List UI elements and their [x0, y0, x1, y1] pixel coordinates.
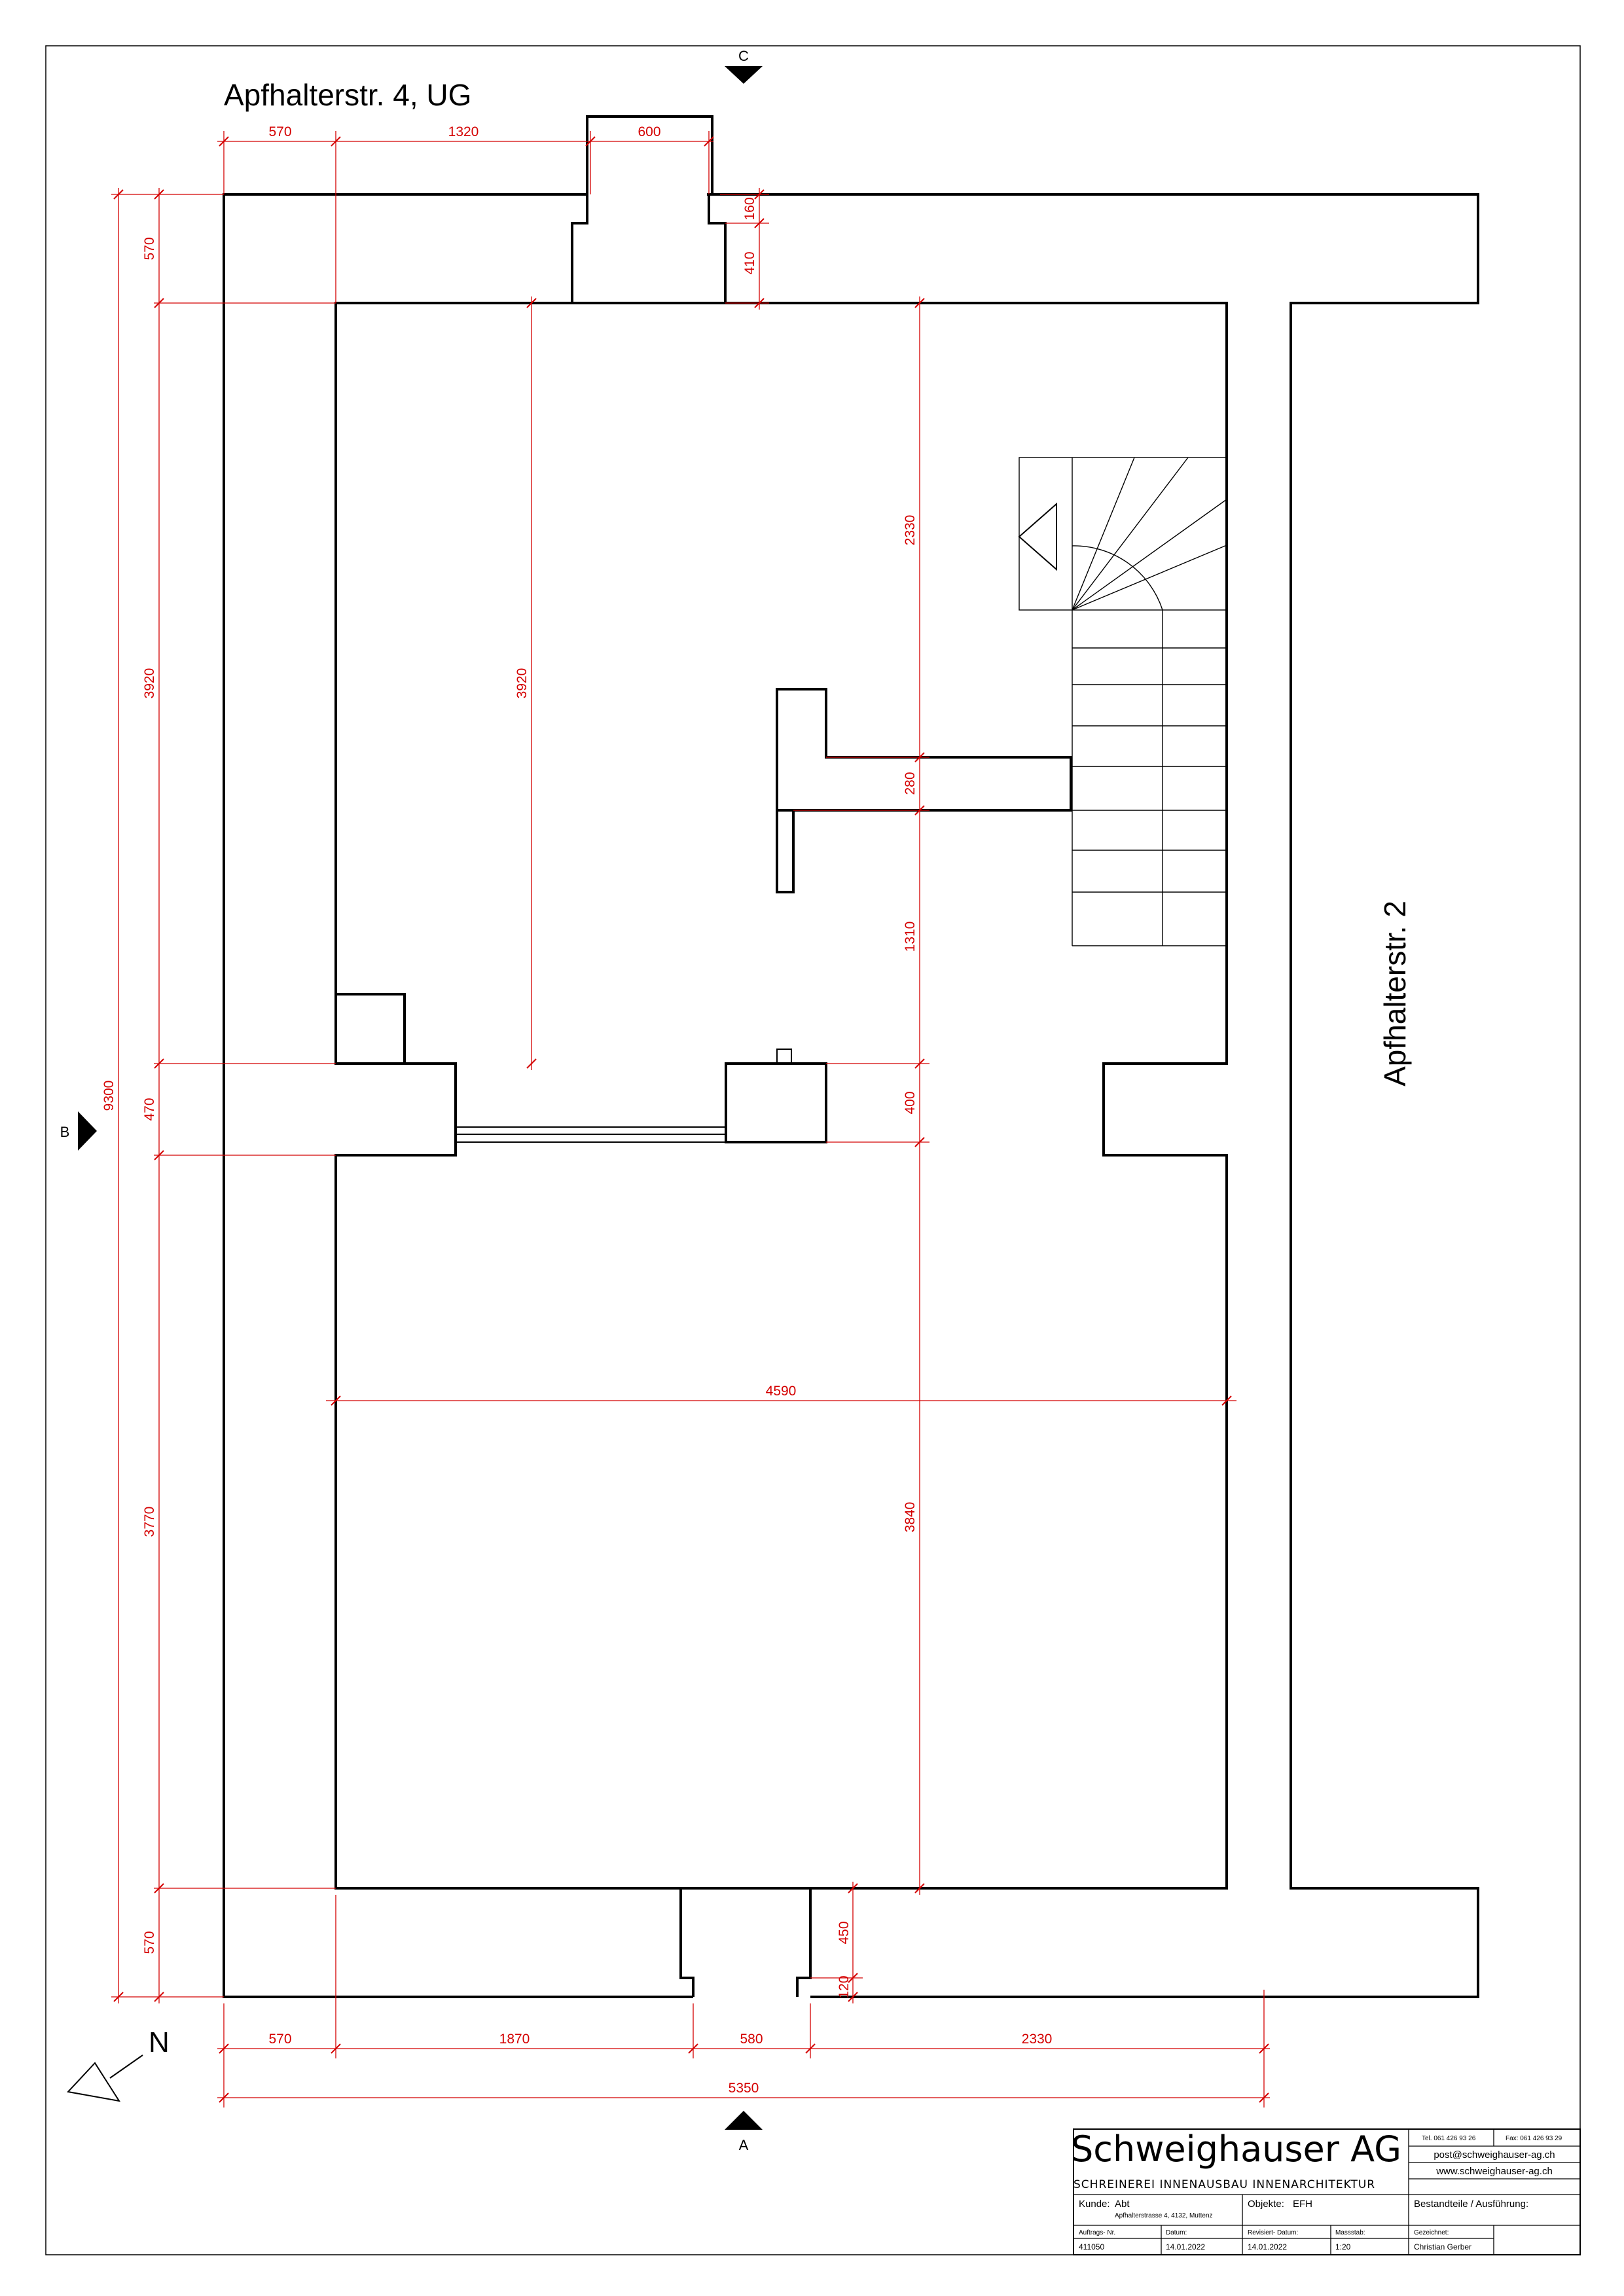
section-label-b: B — [60, 1124, 70, 1140]
dim-door-bottom-2: 120 — [837, 1975, 852, 1998]
company-subtitle: SCHREINEREI INNENAUSBAU INNENARCHITEKTUR — [1074, 2178, 1375, 2191]
customer-address: Apfhalterstrasse 4, 4132, Muttenz — [1115, 2212, 1213, 2219]
components-label: Bestandteile / Ausführung: — [1414, 2198, 1528, 2210]
dim-bottom-2: 1870 — [499, 2032, 530, 2047]
dim-left-2: 3920 — [142, 668, 157, 699]
order-number-value: 411050 — [1079, 2242, 1104, 2251]
dim-bottom-total: 5350 — [729, 2081, 759, 2096]
section-label-a: A — [739, 2137, 749, 2153]
order-number-label: Auftrags- Nr. — [1079, 2229, 1115, 2236]
scale-value: 1:20 — [1335, 2242, 1351, 2251]
dim-left-1: 570 — [142, 237, 157, 260]
walls — [223, 115, 1479, 1998]
section-marker-a: A — [725, 2111, 763, 2153]
dim-bottom-3: 580 — [740, 2032, 763, 2047]
title-block: Schweighauser AG SCHREINEREI INNENAUSBAU… — [1071, 2128, 1581, 2255]
dim-left-4: 3770 — [142, 1507, 157, 1537]
dim-right-5: 3840 — [903, 1502, 918, 1533]
street-label: Apfhalterstr. 2 — [1378, 901, 1412, 1086]
dim-top-1: 570 — [268, 124, 291, 139]
company-tel: Tel. 061 426 93 26 — [1422, 2135, 1476, 2142]
dim-left-total: 9300 — [101, 1081, 117, 1111]
dim-left-5: 570 — [142, 1931, 157, 1954]
date-value: 14.01.2022 — [1166, 2242, 1205, 2251]
dim-bottom-1: 570 — [268, 2032, 291, 2047]
object-label: Objekte: — [1248, 2198, 1284, 2210]
staircase — [1018, 457, 1227, 946]
dim-top-2: 1320 — [448, 124, 479, 139]
drawn-by-value: Christian Gerber — [1414, 2242, 1471, 2251]
dim-door-top-1: 160 — [742, 197, 757, 220]
customer-value: Abt — [1115, 2198, 1130, 2210]
customer-label: Kunde: — [1079, 2198, 1110, 2210]
object-value: EFH — [1293, 2198, 1312, 2210]
section-marker-b: B — [60, 1111, 97, 1151]
scale-label: Massstab: — [1335, 2229, 1365, 2236]
dim-right-2: 280 — [903, 772, 918, 795]
drawing-title: Apfhalterstr. 4, UG — [224, 78, 471, 112]
company-fax: Fax: 061 426 93 29 — [1506, 2135, 1562, 2142]
north-arrow-icon: N — [67, 2026, 170, 2102]
section-marker-c: C — [725, 48, 763, 84]
drawn-by-label: Gezeichnet: — [1414, 2229, 1449, 2236]
dim-right-1: 2330 — [903, 515, 918, 546]
dim-room-width: 4590 — [766, 1384, 797, 1399]
revision-date-label: Revisiert- Datum: — [1248, 2229, 1298, 2236]
dim-right-4: 400 — [903, 1091, 918, 1114]
sheet-border — [45, 45, 1581, 2255]
revision-date-value: 14.01.2022 — [1248, 2242, 1287, 2251]
north-label: N — [149, 2026, 170, 2058]
date-label: Datum: — [1166, 2229, 1187, 2236]
dim-inner-upper: 3920 — [514, 668, 530, 699]
dim-top-3: 600 — [638, 124, 660, 139]
dim-left-3: 470 — [142, 1098, 157, 1121]
section-label-c: C — [738, 48, 749, 64]
dim-bottom-4: 2330 — [1022, 2032, 1053, 2047]
dim-door-bottom-1: 450 — [837, 1921, 852, 1944]
dimension-lines — [111, 131, 1270, 2108]
dimension-labels: 570 1320 600 160 410 9300 570 3920 470 3… — [101, 124, 1052, 2096]
company-web: www.schweighauser-ag.ch — [1435, 2166, 1553, 2177]
company-email: post@schweighauser-ag.ch — [1434, 2149, 1555, 2161]
company-name: Schweighauser AG — [1071, 2128, 1401, 2170]
dim-right-3: 1310 — [903, 922, 918, 952]
dim-door-top-2: 410 — [742, 251, 757, 274]
